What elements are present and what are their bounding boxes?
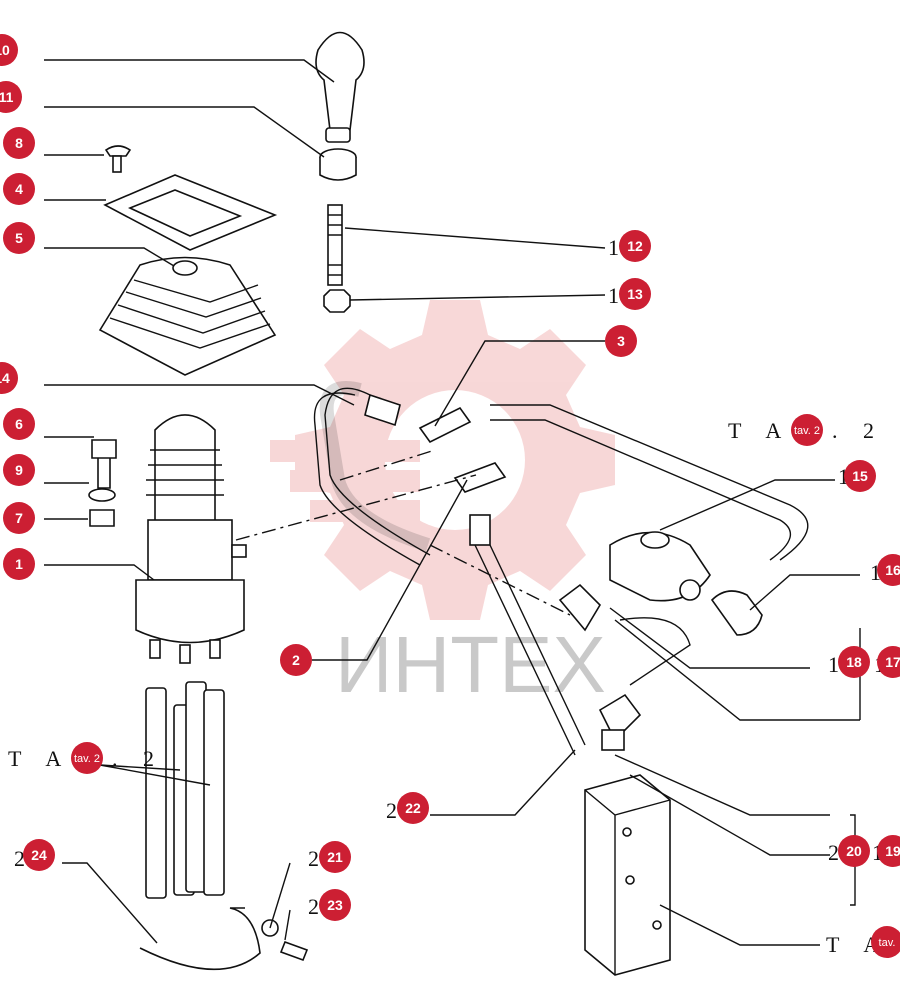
boot-part bbox=[98, 256, 277, 376]
digit-23: 2 bbox=[308, 894, 319, 919]
callout-16[interactable]: 16 bbox=[877, 554, 900, 586]
pipe-line bbox=[313, 381, 809, 756]
svg-text:1: 1 bbox=[15, 556, 23, 572]
pilot-valve-body bbox=[135, 414, 247, 664]
tav-badge-top[interactable]: tav. 2 bbox=[791, 414, 823, 446]
svg-text:12: 12 bbox=[627, 238, 643, 254]
svg-text:3: 3 bbox=[617, 333, 625, 349]
callout-11[interactable]: 11 bbox=[0, 81, 22, 113]
callout-4[interactable]: 4 bbox=[3, 173, 35, 205]
callout-14[interactable]: 14 bbox=[0, 362, 18, 394]
callout-1[interactable]: 1 bbox=[3, 548, 35, 580]
svg-text:13: 13 bbox=[627, 286, 643, 302]
svg-text:4: 4 bbox=[15, 181, 23, 197]
digit-22: 2 bbox=[386, 798, 397, 823]
tav-badge-bottom[interactable]: tav. bbox=[871, 926, 900, 958]
digit-16: 1 bbox=[870, 560, 881, 585]
digit-21: 2 bbox=[308, 846, 319, 871]
callout-21[interactable]: 21 bbox=[319, 841, 351, 873]
svg-text:17: 17 bbox=[885, 654, 900, 670]
watermark-gear bbox=[270, 300, 615, 620]
callout-23[interactable]: 23 bbox=[319, 889, 351, 921]
bolt-part bbox=[91, 439, 117, 489]
digit-15: 1 bbox=[838, 464, 849, 489]
elbow-part bbox=[710, 590, 763, 636]
callout-20[interactable]: 20 bbox=[838, 835, 870, 867]
stud-part bbox=[327, 204, 343, 286]
svg-text:24: 24 bbox=[31, 847, 47, 863]
knob-part bbox=[315, 31, 365, 143]
leader-lines bbox=[44, 59, 861, 946]
callout-24[interactable]: 24 bbox=[23, 839, 55, 871]
tav-ref-left-suffix: . 2 bbox=[112, 746, 164, 771]
callout-18[interactable]: 18 bbox=[838, 646, 870, 678]
svg-text:21: 21 bbox=[327, 849, 343, 865]
tav-badge-left[interactable]: tav. 2 bbox=[71, 742, 103, 774]
svg-text:22: 22 bbox=[405, 800, 421, 816]
nut-part bbox=[323, 289, 351, 313]
digit-20: 2 bbox=[828, 840, 839, 865]
callout-5[interactable]: 5 bbox=[3, 222, 35, 254]
callout-10[interactable]: 10 bbox=[0, 34, 18, 66]
hose-bundle bbox=[145, 681, 225, 899]
svg-text:23: 23 bbox=[327, 897, 343, 913]
callout-13[interactable]: 13 bbox=[619, 278, 651, 310]
callout-15[interactable]: 15 bbox=[844, 460, 876, 492]
washer-part bbox=[88, 488, 116, 502]
bushing-part bbox=[319, 148, 357, 181]
svg-text:6: 6 bbox=[15, 416, 23, 432]
screw-part bbox=[104, 145, 132, 173]
svg-text:14: 14 bbox=[0, 370, 10, 386]
callout-12[interactable]: 12 bbox=[619, 230, 651, 262]
digit-18: 1 bbox=[828, 652, 839, 677]
clamp-part bbox=[139, 907, 261, 971]
digit-13: 1 bbox=[608, 283, 619, 308]
svg-text:9: 9 bbox=[15, 462, 23, 478]
callout-6[interactable]: 6 bbox=[3, 408, 35, 440]
callout-8[interactable]: 8 bbox=[3, 127, 35, 159]
callout-7[interactable]: 7 bbox=[3, 502, 35, 534]
svg-text:18: 18 bbox=[846, 654, 862, 670]
svg-text:tav. 2: tav. 2 bbox=[74, 753, 100, 765]
watermark-text: ИНТЕХ bbox=[335, 620, 606, 709]
callout-17[interactable]: 17 bbox=[877, 646, 900, 678]
tee-valve bbox=[609, 531, 711, 602]
callout-2[interactable]: 2 bbox=[280, 644, 312, 676]
hex-nut-part bbox=[89, 509, 115, 527]
callout-19[interactable]: 19 bbox=[877, 835, 900, 867]
svg-text:20: 20 bbox=[846, 843, 862, 859]
svg-text:19: 19 bbox=[885, 843, 900, 859]
svg-text:11: 11 bbox=[0, 89, 14, 105]
svg-text:7: 7 bbox=[15, 510, 23, 526]
callout-9[interactable]: 9 bbox=[3, 454, 35, 486]
tav-ref-bottom: T A bbox=[826, 932, 889, 957]
tav-ref-top-suffix: . 2 bbox=[832, 418, 884, 443]
svg-text:5: 5 bbox=[15, 230, 23, 246]
distributor-block bbox=[584, 774, 671, 976]
fitting-part-a bbox=[418, 406, 472, 444]
svg-text:16: 16 bbox=[885, 562, 900, 578]
svg-text:15: 15 bbox=[852, 468, 868, 484]
svg-text:8: 8 bbox=[15, 135, 23, 151]
callout-3[interactable]: 3 bbox=[605, 325, 637, 357]
svg-text:2: 2 bbox=[292, 652, 300, 668]
svg-text:10: 10 bbox=[0, 42, 10, 58]
svg-text:tav.: tav. bbox=[879, 937, 896, 949]
digit-24: 2 bbox=[14, 846, 25, 871]
fitting-part-b bbox=[453, 462, 507, 493]
digit-12: 1 bbox=[608, 235, 619, 260]
callout-22[interactable]: 22 bbox=[397, 792, 429, 824]
svg-text:tav. 2: tav. 2 bbox=[794, 425, 820, 437]
